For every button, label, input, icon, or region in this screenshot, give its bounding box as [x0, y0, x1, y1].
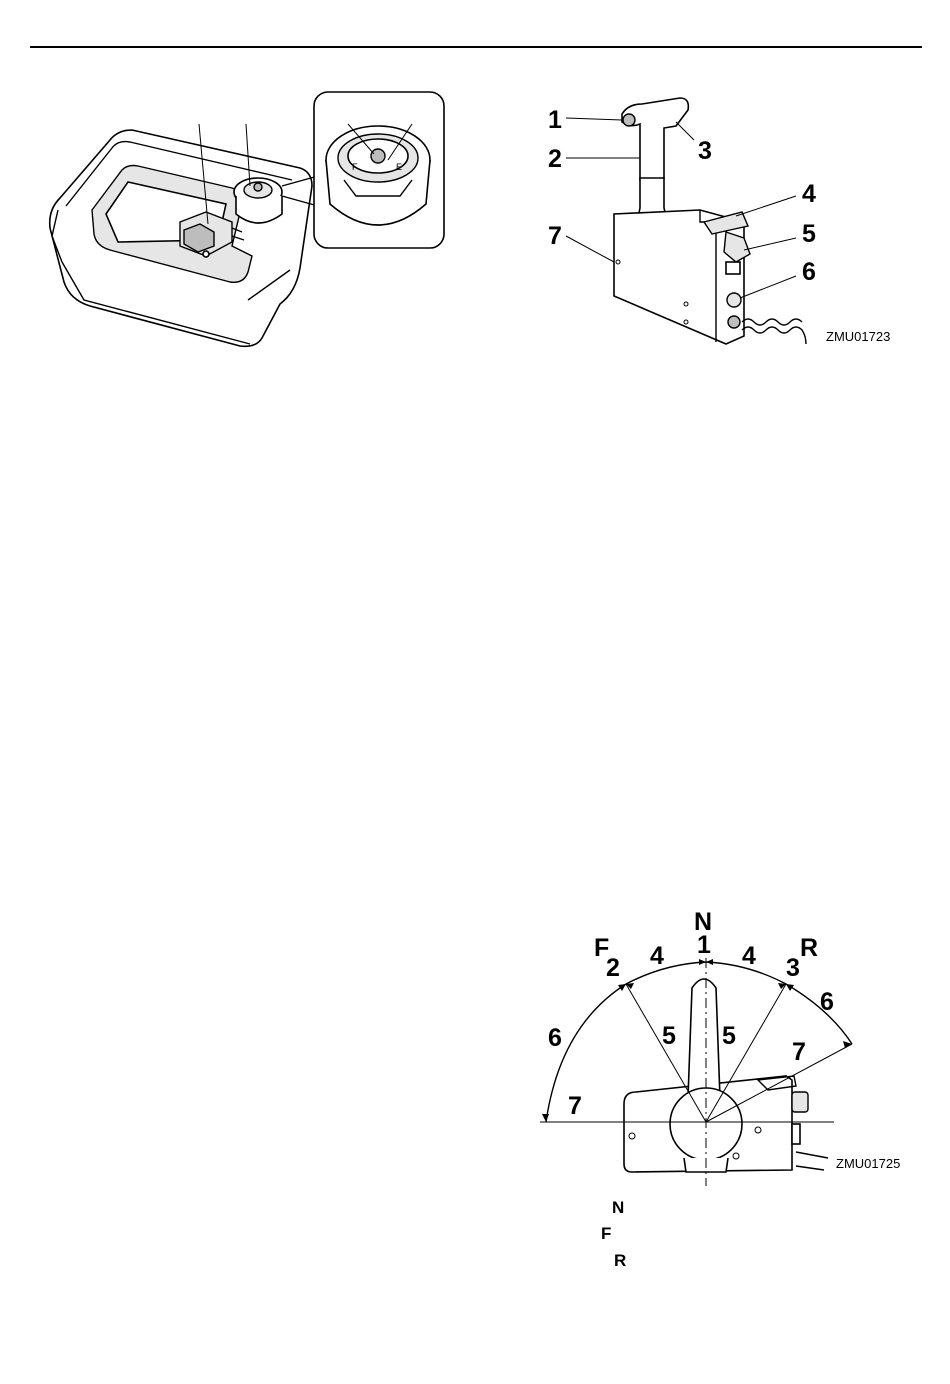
shift-diagram-figure: N F R 1 2 3 4 4 5 5 6 6 7 7 ZMU01725 N F… [540, 908, 900, 1270]
shift-range-left: 4 [650, 942, 664, 970]
shift-range-right: 4 [742, 942, 756, 970]
engine-stop-lanyard [742, 319, 802, 325]
fuel-gauge-closeup: F E [326, 124, 430, 225]
shift-label-reverse: R [800, 934, 818, 962]
svg-text:F: F [352, 162, 358, 172]
full-range-left: 6 [548, 1024, 562, 1052]
legend-reverse: R [614, 1251, 626, 1270]
remote-callout-3: 3 [698, 137, 712, 165]
remote-control-figure: 1 2 3 4 5 6 7 ZMU01723 [548, 98, 890, 344]
remote-callout-5: 5 [802, 220, 816, 248]
trim-switch [623, 114, 635, 126]
remote-callout-1: 1 [548, 106, 562, 134]
remote-figure-code: ZMU01723 [826, 329, 890, 344]
shift-lever [688, 979, 720, 1098]
fuel-tank-figure: F E [50, 92, 444, 346]
shift-num-reverse: 3 [786, 954, 800, 982]
throttle-range-left: 5 [662, 1022, 676, 1050]
main-switch [727, 293, 741, 307]
remote-callout-6: 6 [802, 258, 816, 286]
svg-text:E: E [396, 162, 402, 172]
reverse-full-arc [786, 984, 852, 1044]
remote-callout-2: 2 [548, 145, 562, 173]
shift-num-forward: 2 [606, 954, 620, 982]
remote-callout-7: 7 [548, 222, 562, 250]
legend-forward: F [601, 1224, 611, 1243]
control-lever-grip [622, 98, 688, 180]
shift-num-neutral: 1 [697, 931, 711, 959]
remote-callout-4: 4 [802, 180, 816, 208]
forward-full-arc [546, 984, 626, 1122]
forward-shift-arc [626, 962, 706, 984]
base-label-left: 7 [568, 1092, 582, 1120]
legend-neutral: N [612, 1198, 624, 1217]
full-range-right: 6 [820, 988, 834, 1016]
base-label-right: 7 [792, 1038, 806, 1066]
throttle-range-right: 5 [722, 1022, 736, 1050]
shift-figure-code: ZMU01725 [836, 1156, 900, 1171]
